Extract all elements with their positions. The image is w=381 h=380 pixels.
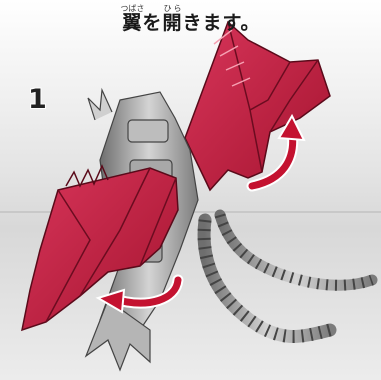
rotate-arrow-upper <box>246 113 306 192</box>
step-number: 1 <box>28 84 47 115</box>
rotate-arrow-lower <box>95 274 184 314</box>
tail-right <box>214 209 378 291</box>
instruction-heading: 翼つばさを開ひらきます。 <box>0 4 381 38</box>
wing-left <box>21 164 179 332</box>
word-open: 開ひら <box>162 4 183 34</box>
instruction-rest: きます。 <box>182 12 261 34</box>
wing-right <box>184 20 331 192</box>
tail-left <box>197 213 337 343</box>
particle: を <box>142 12 163 34</box>
word-wings: 翼つばさ <box>120 4 145 34</box>
